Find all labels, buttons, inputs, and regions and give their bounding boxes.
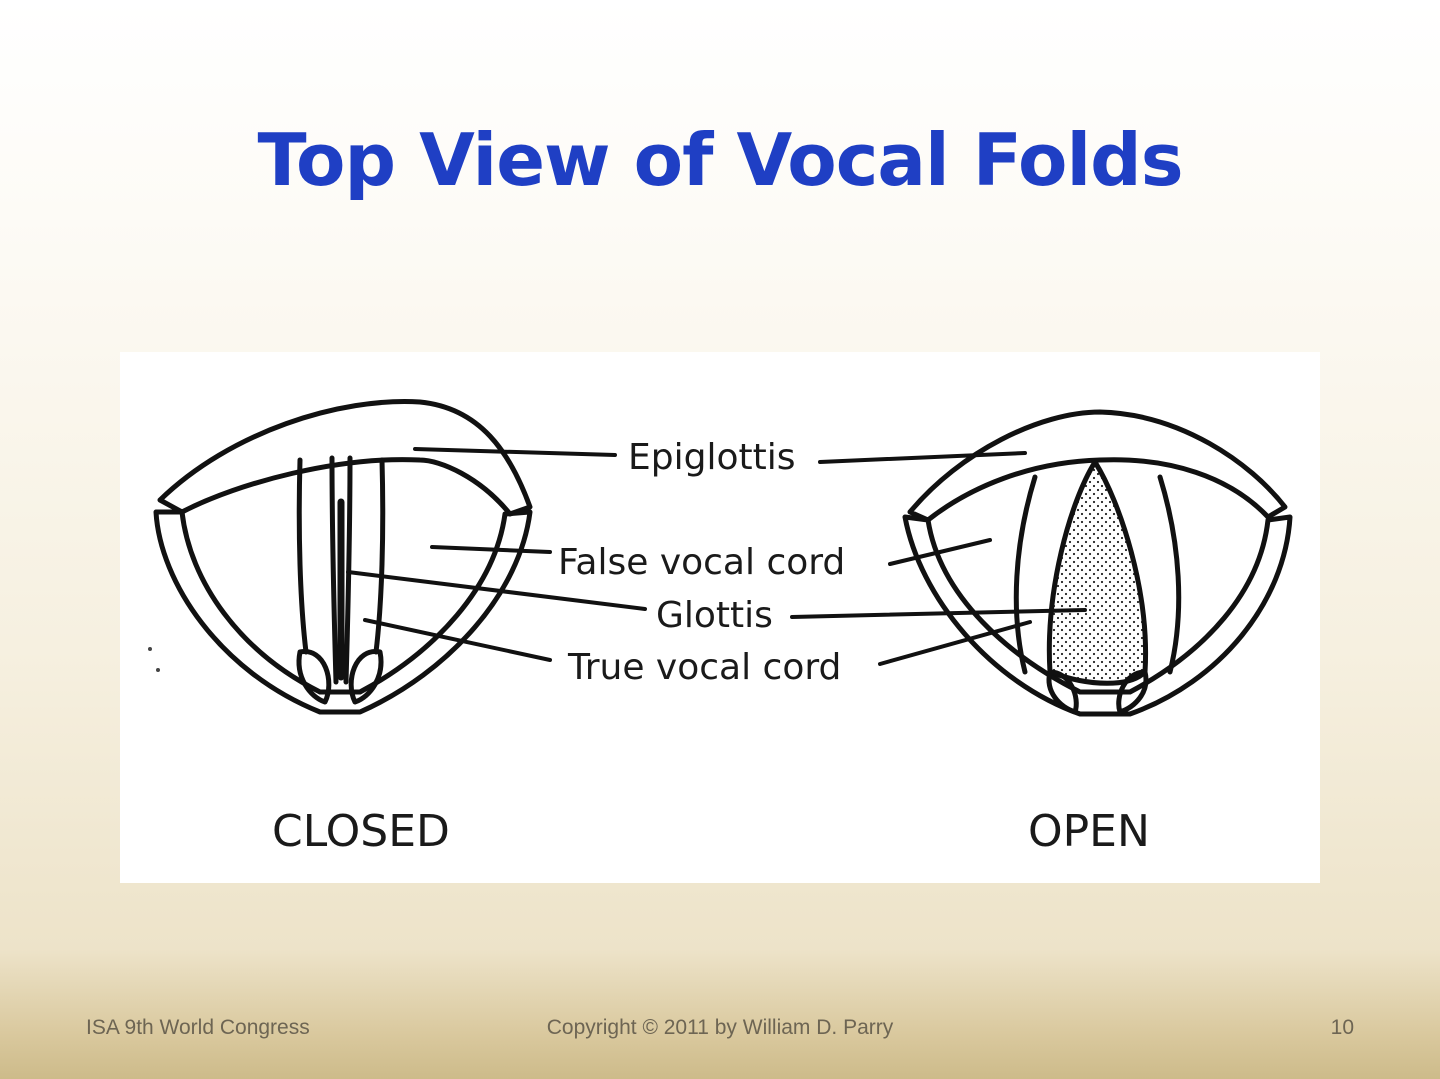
- footer-copyright: Copyright © 2011 by William D. Parry: [546, 1016, 894, 1039]
- open-right-false-cord: [1157, 474, 1182, 675]
- leader-glottis-right: [790, 608, 1087, 619]
- closed-epiglottis-shape: [157, 399, 533, 517]
- open-outer-ring: [902, 514, 1293, 717]
- leader-lines: [346, 447, 1087, 666]
- label-glottis: Glottis: [656, 595, 773, 636]
- leader-false-cord-right: [888, 538, 992, 566]
- closed-larynx: [153, 399, 533, 715]
- closed-right-arytenoid: [348, 649, 384, 705]
- diagram-canvas: Epiglottis False vocal cord Glottis True…: [148, 399, 1293, 857]
- leader-false-cord-left: [430, 545, 552, 554]
- leader-epiglottis-left: [413, 447, 617, 457]
- open-left-arytenoid: [1046, 669, 1079, 715]
- footer-page-number: 10: [1330, 1016, 1354, 1039]
- open-epiglottis-shape: [907, 409, 1288, 523]
- vocal-folds-diagram: Epiglottis False vocal cord Glottis True…: [120, 352, 1320, 883]
- leader-epiglottis-right: [818, 451, 1027, 464]
- open-left-false-cord: [1013, 474, 1038, 675]
- label-false-vocal-cord: False vocal cord: [558, 542, 845, 583]
- label-epiglottis: Epiglottis: [628, 437, 795, 478]
- label-closed: CLOSED: [272, 806, 450, 857]
- closed-left-arytenoid: [296, 649, 332, 705]
- closed-true-cord-left: [329, 455, 339, 685]
- closed-false-cord-left: [296, 457, 309, 655]
- closed-outer-ring: [153, 509, 533, 715]
- scan-speck: [156, 668, 160, 672]
- label-open: OPEN: [1028, 806, 1150, 857]
- open-glottis-opening: [1046, 459, 1149, 686]
- open-larynx: [902, 409, 1293, 717]
- closed-false-cord-right: [373, 457, 386, 655]
- label-true-vocal-cord: True vocal cord: [567, 647, 841, 688]
- leader-true-cord-right: [878, 620, 1032, 666]
- scan-speck: [148, 647, 152, 651]
- leader-true-cord-left: [363, 618, 552, 662]
- open-right-arytenoid: [1116, 669, 1149, 715]
- leader-glottis-left: [346, 570, 647, 611]
- footer-event: ISA 9th World Congress: [86, 1016, 310, 1039]
- slide-title: Top View of Vocal Folds: [257, 118, 1183, 202]
